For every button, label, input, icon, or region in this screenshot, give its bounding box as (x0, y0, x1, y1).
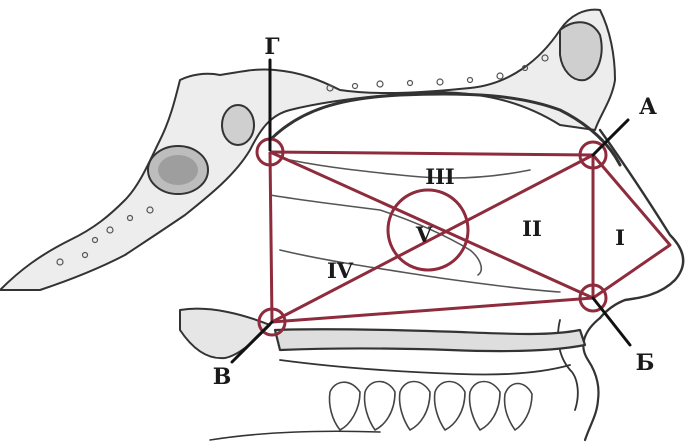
label-point-g: Г (264, 34, 279, 60)
teeth (329, 382, 532, 431)
diagram-overlay (257, 139, 670, 335)
lower-jaw-hint (210, 431, 380, 440)
label-point-v: В (213, 364, 232, 390)
frontal-sinus (560, 22, 602, 80)
inferior-turbinate (280, 250, 560, 292)
oral-region (280, 360, 570, 375)
hard-palate (275, 329, 585, 351)
line-g-a (270, 152, 593, 155)
label-point-a: А (639, 94, 657, 120)
sphenoid-sinus-inner (158, 155, 198, 185)
label-zone-i: I (615, 225, 625, 250)
label-zone-iv: IV (327, 258, 354, 283)
upper-lip (583, 318, 600, 440)
label-zone-iii: III (425, 164, 454, 189)
line-g-v (270, 152, 272, 322)
soft-palate (180, 309, 270, 359)
line-v-b (272, 298, 593, 322)
skull-base-outline (0, 10, 615, 290)
leader-b (593, 298, 630, 345)
anatomy-sketch (0, 10, 683, 440)
label-zone-ii: II (522, 216, 542, 241)
label-point-b: Б (636, 350, 655, 376)
external-nose (600, 130, 683, 318)
posterior-cell (222, 105, 254, 145)
superior-turbinate (290, 160, 530, 178)
label-zone-v: V (415, 222, 433, 247)
